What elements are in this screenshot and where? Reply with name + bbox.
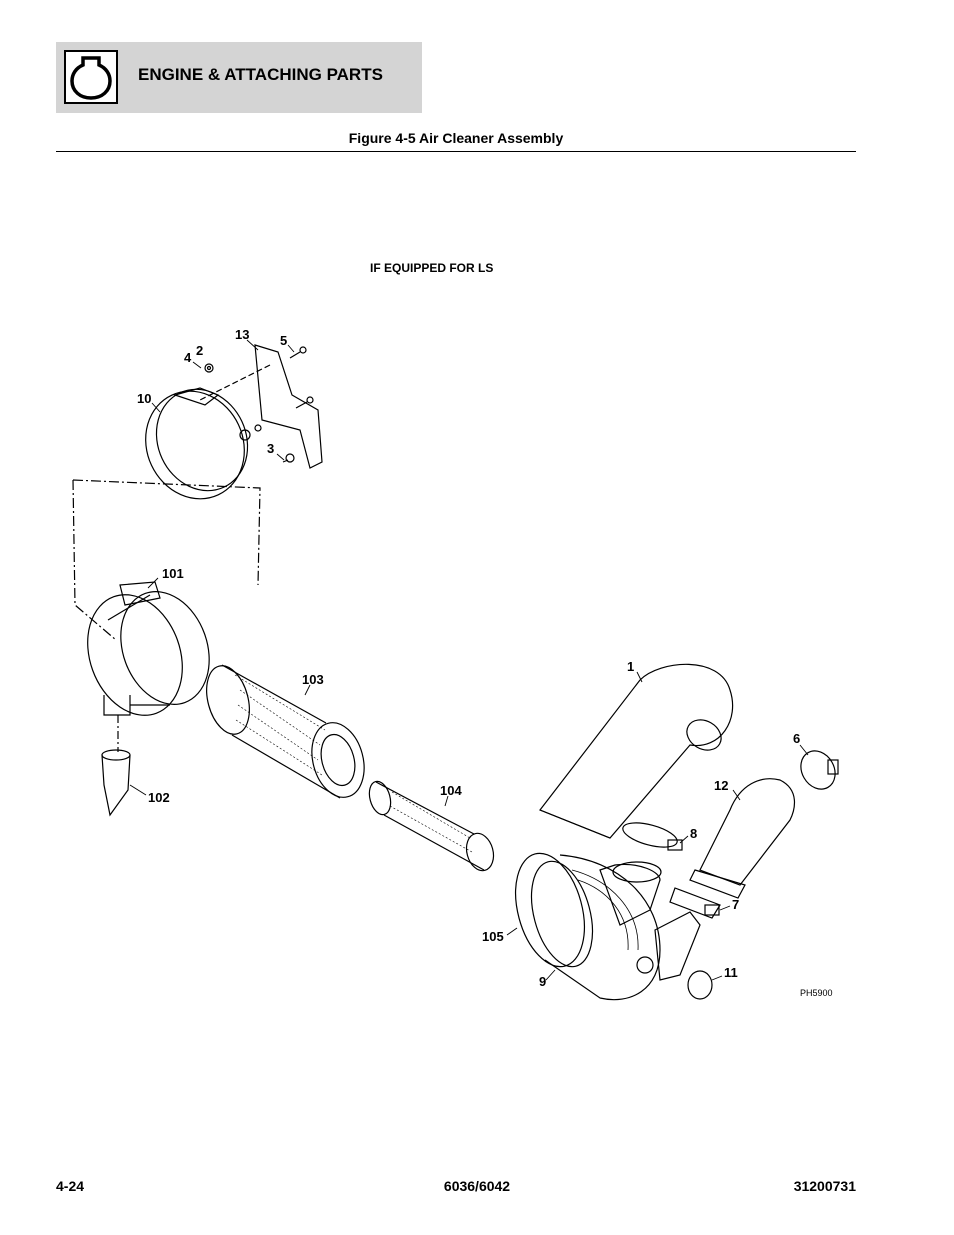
air-cleaner-cover — [87, 581, 210, 716]
engine-icon — [64, 50, 118, 104]
mounting-bracket — [254, 344, 323, 469]
callout-12: 12 — [714, 778, 728, 793]
hose-clamp — [800, 750, 839, 790]
callout-4: 4 — [184, 350, 192, 365]
air-cleaner-housing — [515, 852, 701, 1001]
callout-1: 1 — [627, 659, 634, 674]
dust-valve — [101, 749, 131, 817]
callout-6: 6 — [793, 731, 800, 746]
callout-105: 105 — [482, 929, 504, 944]
page-number: 4-24 — [56, 1178, 85, 1194]
hose-clamp — [622, 822, 683, 851]
callout-10: 10 — [137, 391, 151, 406]
callout-2: 2 — [196, 343, 203, 358]
alignment-line — [72, 479, 117, 641]
vacuator-cap — [687, 970, 713, 1000]
leader-lines — [129, 339, 809, 981]
section-title: ENGINE & ATTACHING PARTS — [138, 65, 383, 84]
header-rule — [56, 151, 856, 152]
callout-3: 3 — [267, 441, 274, 456]
manual-number: 31200731 — [793, 1178, 856, 1194]
band-clamp — [145, 387, 262, 500]
figure-title: Figure 4-5 Air Cleaner Assembly — [348, 130, 564, 146]
callout-5: 5 — [280, 333, 287, 348]
callout-8: 8 — [690, 826, 697, 841]
intake-elbow — [539, 663, 734, 839]
callout-11: 11 — [724, 965, 738, 980]
equipment-note: IF EQUIPPED FOR LS — [370, 261, 494, 275]
callout-9: 9 — [539, 974, 546, 989]
callout-7: 7 — [732, 897, 739, 912]
safety-filter-element — [368, 780, 495, 872]
callout-13: 13 — [235, 327, 249, 342]
intake-hose — [689, 778, 795, 899]
callout-104: 104 — [440, 783, 462, 798]
figure-code: PH5900 — [800, 988, 833, 998]
callout-102: 102 — [148, 790, 170, 805]
primary-filter-element — [206, 664, 365, 799]
alignment-line — [72, 479, 261, 586]
hose-clamp — [669, 887, 721, 919]
callout-103: 103 — [302, 672, 324, 687]
bolt-icon — [282, 346, 314, 463]
callout-101: 101 — [162, 566, 184, 581]
model-number: 6036/6042 — [443, 1178, 511, 1194]
